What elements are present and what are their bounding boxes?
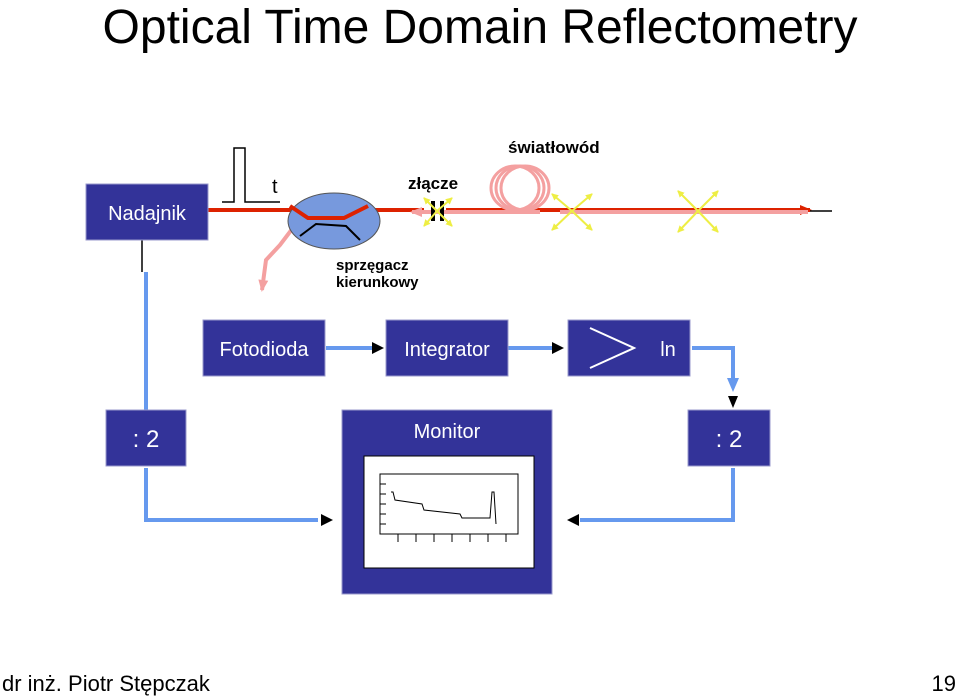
integrator-box: Integrator	[385, 319, 509, 377]
monitor-trace	[379, 473, 519, 542]
pulse-time-label: t	[272, 176, 278, 198]
pulse-symbol	[222, 147, 280, 203]
coupler-label-line2: kierunkowy	[336, 274, 419, 291]
connector-symbol	[423, 197, 453, 227]
left-divider-to-monitor-line	[144, 468, 318, 522]
divider-right-label: : 2	[716, 426, 743, 453]
page-title: Optical Time Domain Reflectometry	[102, 1, 858, 54]
scatter-star-2	[677, 190, 719, 233]
photodiode-label: Fotodioda	[220, 339, 310, 361]
photodiode-box: Fotodioda	[202, 319, 326, 377]
monitor-label: Monitor	[414, 421, 481, 443]
connector-label: złącze	[408, 174, 458, 193]
monitor-box: Monitor	[341, 409, 553, 595]
fiber-coil	[489, 164, 551, 212]
divider-left-box: : 2	[105, 409, 187, 467]
fiber-label: światłowód	[508, 138, 600, 157]
log-amp-box: ln	[567, 319, 691, 377]
signal-arrowheads	[321, 342, 579, 526]
footer-author: dr inż. Piotr Stępczak	[2, 671, 210, 696]
right-divider-to-monitor-line	[580, 468, 735, 522]
transmitter-box: Nadajnik	[85, 183, 209, 241]
ln-to-divider-line	[692, 346, 735, 378]
log-amp-label: ln	[660, 339, 676, 361]
transmitter-label: Nadajnik	[108, 203, 187, 225]
divider-right-box: : 2	[687, 409, 771, 467]
integrator-label: Integrator	[404, 339, 490, 361]
blue-arrowheads	[727, 378, 739, 408]
amplifier-icon	[589, 327, 637, 369]
page-number: 19	[931, 671, 956, 696]
divider-left-label: : 2	[133, 426, 160, 453]
signal-lines	[144, 272, 735, 522]
directional-coupler	[287, 192, 381, 250]
coupler-label-line1: sprzęgacz	[336, 257, 409, 274]
monitor-screen	[363, 455, 535, 569]
scatter-star-1	[551, 193, 593, 231]
